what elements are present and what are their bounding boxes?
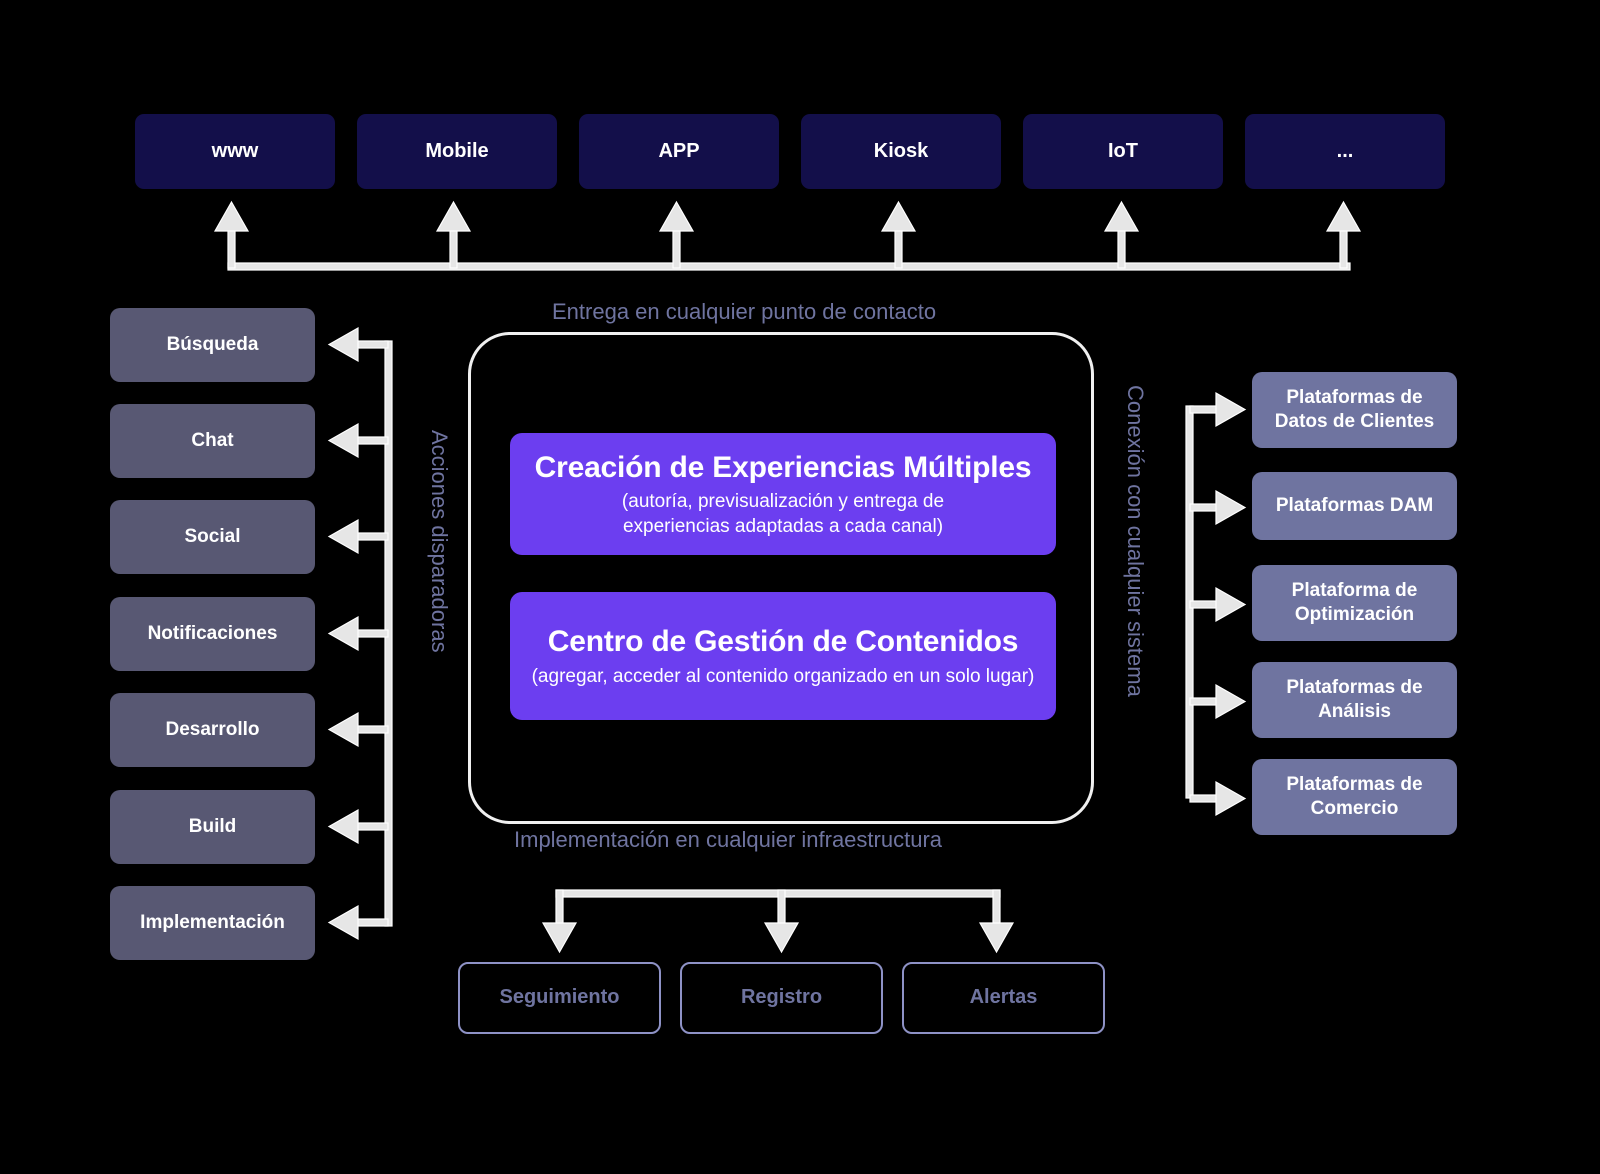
channel-box-kiosk[interactable]: Kiosk [801, 114, 1001, 189]
platform-label-line2: Datos de Clientes [1274, 411, 1435, 432]
trigger-label: Notificaciones [147, 622, 278, 644]
platform-core-container [468, 332, 1094, 824]
card-creacion-experiencias[interactable]: Creación de Experiencias Múltiples (auto… [510, 433, 1056, 555]
platform-label-line1: Plataformas de [1286, 773, 1423, 795]
caption-left-vertical: Acciones disparadoras [427, 430, 452, 653]
trigger-box-busqueda[interactable]: Búsqueda [110, 308, 315, 382]
observability-box-registro[interactable]: Registro [680, 962, 883, 1034]
right-trunk [1185, 405, 1194, 799]
observability-box-seguimiento[interactable]: Seguimiento [458, 962, 661, 1034]
left-trunk [384, 340, 393, 927]
observability-label: Seguimiento [499, 986, 620, 1009]
platform-label-line1: Plataformas DAM [1275, 494, 1434, 516]
trigger-label: Búsqueda [166, 333, 259, 355]
channel-box-www[interactable]: www [135, 114, 335, 189]
channel-box-iot[interactable]: IoT [1023, 114, 1223, 189]
trigger-label: Chat [191, 429, 234, 451]
trigger-box-build[interactable]: Build [110, 790, 315, 864]
trigger-label: Implementación [140, 911, 285, 933]
observability-label: Alertas [969, 986, 1038, 1009]
trigger-label: Build [188, 815, 237, 837]
platform-box-dam[interactable]: Plataformas DAM [1252, 472, 1457, 540]
bottom-bus [555, 889, 1001, 898]
card-subtitle-line2: experiencias adaptadas a cada canal) [622, 516, 944, 538]
caption-right-vertical: Conexión con cualquier sistema [1123, 385, 1148, 697]
trigger-box-social[interactable]: Social [110, 500, 315, 574]
channel-label: ... [1336, 139, 1354, 162]
platform-box-analisis[interactable]: Plataformas de Análisis [1252, 662, 1457, 738]
trigger-box-implementacion[interactable]: Implementación [110, 886, 315, 960]
platform-label-line1: Plataforma de [1291, 579, 1418, 601]
card-centro-gestion-contenidos[interactable]: Centro de Gestión de Contenidos (agregar… [510, 592, 1056, 720]
platform-box-datos-de-clientes[interactable]: Plataformas de Datos de Clientes [1252, 372, 1457, 448]
card-title: Centro de Gestión de Contenidos [547, 625, 1019, 659]
channel-box-mobile[interactable]: Mobile [357, 114, 557, 189]
platform-label-line2: Comercio [1310, 798, 1399, 819]
trigger-label: Social [184, 525, 241, 547]
card-subtitle-line1: (agregar, acceder al contenido organizad… [531, 665, 1035, 687]
channel-label: Kiosk [873, 139, 929, 162]
observability-box-alertas[interactable]: Alertas [902, 962, 1105, 1034]
top-bus [227, 262, 1351, 271]
trigger-label: Desarrollo [165, 718, 260, 740]
platform-label-line1: Plataformas de [1286, 676, 1423, 698]
caption-top: Entrega en cualquier punto de contacto [552, 299, 937, 324]
platform-label-line2: Análisis [1318, 701, 1391, 722]
platform-box-comercio[interactable]: Plataformas de Comercio [1252, 759, 1457, 835]
caption-bottom: Implementación en cualquier infraestruct… [514, 827, 943, 852]
channel-label: APP [658, 139, 700, 162]
platform-label-line1: Plataformas de [1286, 386, 1423, 408]
observability-label: Registro [740, 986, 823, 1009]
card-subtitle-line1: (autoría, previsualización y entrega de [621, 491, 945, 513]
channel-box-app[interactable]: APP [579, 114, 779, 189]
platform-label-line2: Optimización [1294, 604, 1415, 625]
card-title: Creación de Experiencias Múltiples [534, 450, 1032, 484]
platform-box-optimizacion[interactable]: Plataforma de Optimización [1252, 565, 1457, 641]
trigger-box-notificaciones[interactable]: Notificaciones [110, 597, 315, 671]
channel-label: IoT [1108, 139, 1138, 162]
trigger-box-chat[interactable]: Chat [110, 404, 315, 478]
channel-label: Mobile [425, 139, 489, 162]
channel-label: www [211, 139, 259, 162]
trigger-box-desarrollo[interactable]: Desarrollo [110, 693, 315, 767]
channel-box-more[interactable]: ... [1245, 114, 1445, 189]
